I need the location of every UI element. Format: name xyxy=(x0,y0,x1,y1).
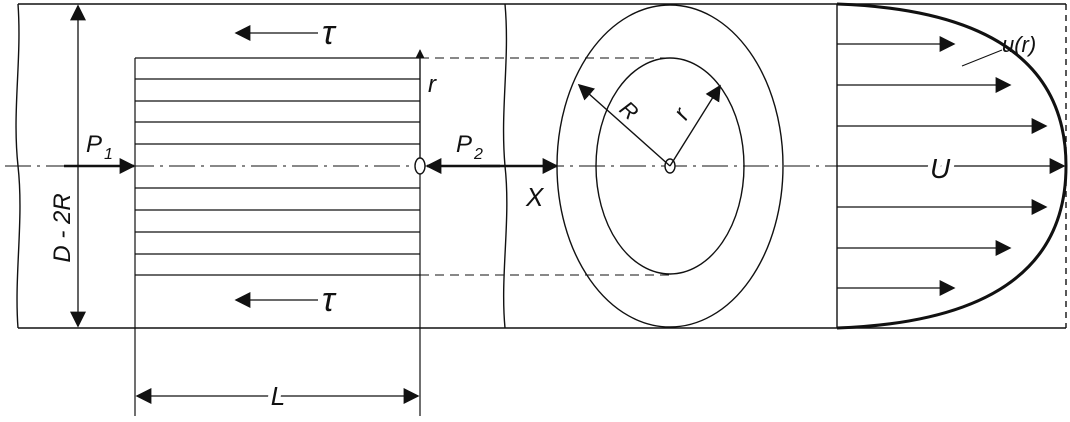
streamlines xyxy=(135,78,420,255)
length-label: L xyxy=(271,381,285,411)
radius-r-arrow xyxy=(669,84,721,167)
radius-R-arrow xyxy=(577,83,671,167)
parabolic-profile-curve xyxy=(836,2,1068,330)
profile-leader-line xyxy=(961,49,1003,67)
velocity-profile xyxy=(836,2,1068,330)
velocity-profile-label: u(r) xyxy=(1002,32,1036,57)
control-point xyxy=(414,157,426,175)
diameter-label: D - 2R xyxy=(49,193,76,262)
p2-label: P xyxy=(456,131,472,158)
p1-subscript: 1 xyxy=(104,146,113,163)
fluid-element xyxy=(134,57,421,416)
inner-circle xyxy=(595,57,745,275)
p1-label: P xyxy=(86,131,102,158)
projection-lines xyxy=(420,57,670,276)
tau-top-label: τ xyxy=(322,14,337,52)
diameter-dimension: D - 2R xyxy=(45,4,86,328)
r-axis-label: r xyxy=(428,71,437,98)
tau-bottom-label: τ xyxy=(322,281,337,319)
velocity-max-label: U xyxy=(930,153,951,184)
radius-r-label: r xyxy=(668,103,696,125)
x-axis-label: X xyxy=(525,182,545,212)
p2-subscript: 2 xyxy=(473,146,483,163)
shear-stress xyxy=(234,25,318,308)
length-dimension: L xyxy=(135,376,420,416)
